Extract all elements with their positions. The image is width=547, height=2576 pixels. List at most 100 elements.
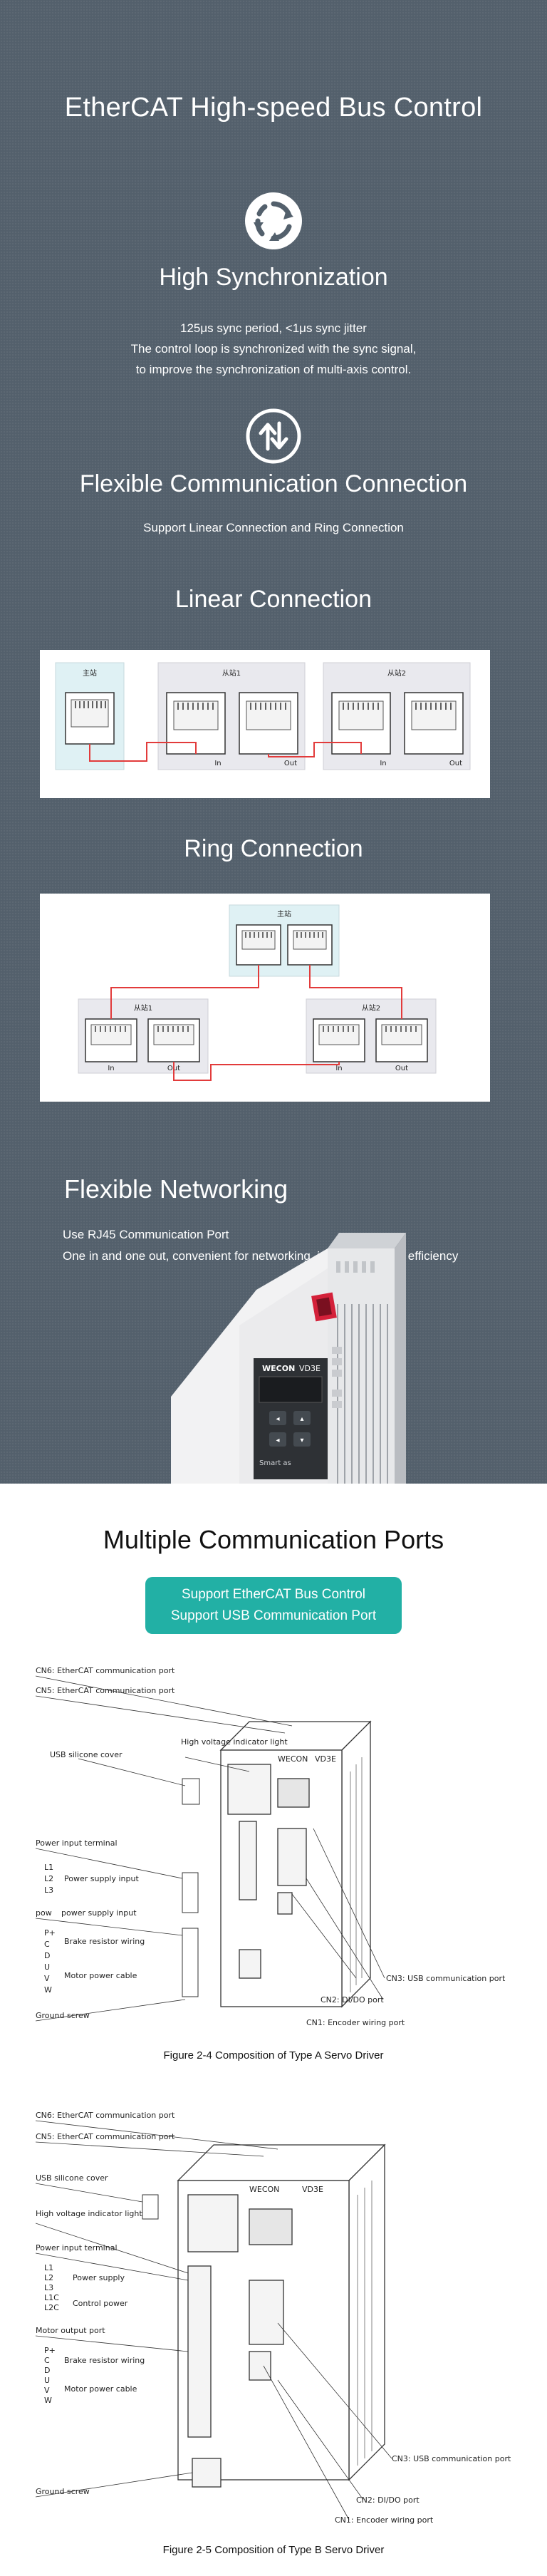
label-cn5: CN5: EtherCAT communication port bbox=[36, 2132, 175, 2141]
rj45-port bbox=[147, 1018, 200, 1062]
device-tagline: Smart as bbox=[259, 1459, 291, 1467]
label-c: C bbox=[44, 1940, 50, 1949]
label-l1c: L1C bbox=[44, 2293, 59, 2302]
label-power-supply-input: Power supply input bbox=[64, 1874, 139, 1883]
label-cn1: CN1: Encoder wiring port bbox=[335, 2515, 434, 2525]
label-l3: L3 bbox=[44, 1886, 53, 1895]
label-hv-light: High voltage indicator light bbox=[181, 1737, 288, 1747]
linear-master-label: 主站 bbox=[83, 668, 97, 678]
linear-wires bbox=[89, 742, 362, 762]
label-u: U bbox=[44, 1962, 50, 1972]
rj45-port bbox=[166, 692, 226, 755]
label-v: V bbox=[44, 2386, 50, 2395]
ports-title: Multiple Communication Ports bbox=[103, 1525, 444, 1554]
label-ground-screw: Ground screw bbox=[36, 2487, 90, 2496]
label-control-power: Control power bbox=[73, 2299, 128, 2308]
device-brand-a: WECON bbox=[278, 1754, 308, 1764]
label-l1: L1 bbox=[44, 2263, 53, 2272]
rj45-port bbox=[239, 692, 298, 755]
label-power-supply: Power supply bbox=[73, 2273, 125, 2282]
label-cn1: CN1: Encoder wiring port bbox=[306, 2018, 405, 2027]
port-in-label: In bbox=[214, 760, 221, 767]
linear-slave-2-label: 从站2 bbox=[387, 668, 406, 678]
sync-arrows-icon bbox=[244, 191, 303, 251]
label-u: U bbox=[44, 2376, 50, 2385]
feature-usb: Support USB Communication Port bbox=[170, 1608, 377, 1623]
sync-title: High Synchronization bbox=[159, 264, 388, 291]
device-model-b: VD3E bbox=[302, 2185, 323, 2194]
rj45-port bbox=[85, 1018, 137, 1062]
label-cn6: CN6: EtherCAT communication port bbox=[36, 2111, 175, 2120]
figure-type-b: WECON VD3E CN6: EtherCAT communication p… bbox=[35, 2109, 520, 2537]
label-c: C bbox=[44, 2356, 50, 2365]
label-v: V bbox=[44, 1974, 50, 1983]
sync-line: to improve the synchronization of multi-… bbox=[135, 363, 412, 376]
port-in-label: In bbox=[335, 1065, 342, 1072]
rj45-port bbox=[375, 1018, 428, 1062]
servo-driver-image: WECON VD3E ◂ ▴ ◂ ▾ Smart as bbox=[171, 1219, 513, 1484]
rj45-port bbox=[313, 1018, 365, 1062]
label-motor-cable: Motor power cable bbox=[64, 2384, 137, 2394]
label-cn2: CN2: DI/DO port bbox=[321, 1995, 384, 2005]
label-l3: L3 bbox=[44, 2283, 53, 2292]
label-cn6: CN6: EtherCAT communication port bbox=[36, 1666, 175, 1675]
rj45-port bbox=[404, 692, 464, 755]
networking-line: Use RJ45 Communication Port bbox=[63, 1228, 229, 1241]
sync-description: 125μs sync period, <1μs sync jitter The … bbox=[0, 318, 547, 380]
svg-text:◂: ◂ bbox=[276, 1415, 279, 1423]
caption-figure-a: Figure 2-4 Composition of Type A Servo D… bbox=[163, 2049, 384, 2062]
label-brake-resistor: Brake resistor wiring bbox=[64, 2356, 145, 2365]
rj45-port bbox=[65, 692, 115, 745]
label-pow: pow bbox=[36, 1908, 52, 1918]
device-brand-b: WECON bbox=[249, 2185, 279, 2194]
ethercat-section: EtherCAT High-speed Bus Control High Syn… bbox=[0, 0, 547, 1484]
label-power-input: Power input terminal bbox=[36, 1838, 118, 1848]
comm-title: Flexible Communication Connection bbox=[79, 470, 468, 497]
label-cn2: CN2: DI/DO port bbox=[356, 2495, 420, 2505]
ring-master-label: 主站 bbox=[277, 909, 291, 919]
label-brake-resistor: Brake resistor wiring bbox=[64, 1937, 145, 1946]
linear-connection-diagram: 主站 从站1 In bbox=[40, 650, 490, 798]
ports-feature-box: Support EtherCAT Bus Control Support USB… bbox=[145, 1577, 402, 1634]
label-motor-cable: Motor power cable bbox=[64, 1971, 137, 1980]
sync-line: 125μs sync period, <1μs sync jitter bbox=[180, 321, 367, 335]
feature-ethercat: Support EtherCAT Bus Control bbox=[181, 1587, 366, 1602]
label-cn5: CN5: EtherCAT communication port bbox=[36, 1686, 175, 1695]
sync-line: The control loop is synchronized with th… bbox=[130, 342, 417, 356]
linear-title: Linear Connection bbox=[175, 586, 372, 613]
label-w: W bbox=[44, 1985, 52, 1995]
label-cn3: CN3: USB communication port bbox=[386, 1974, 506, 1983]
label-p-plus: P+ bbox=[44, 2346, 56, 2355]
device-model-a: VD3E bbox=[315, 1754, 336, 1764]
label-l2: L2 bbox=[44, 2273, 53, 2282]
label-w: W bbox=[44, 2396, 52, 2405]
label-usb-cover: USB silicone cover bbox=[36, 2173, 108, 2183]
svg-text:◂: ◂ bbox=[276, 1437, 279, 1444]
svg-text:▾: ▾ bbox=[300, 1437, 303, 1444]
ring-connection-diagram: 主站 从站1 In bbox=[40, 894, 490, 1102]
networking-title: Flexible Networking bbox=[64, 1174, 288, 1204]
device-brand: WECON bbox=[262, 1364, 295, 1373]
label-usb-cover: USB silicone cover bbox=[50, 1750, 123, 1759]
linear-slave-1-label: 从站1 bbox=[222, 668, 241, 678]
rj45-port bbox=[287, 924, 333, 966]
rj45-port bbox=[236, 924, 281, 966]
ring-slave-1-label: 从站1 bbox=[134, 1003, 152, 1013]
port-out-label: Out bbox=[284, 760, 297, 767]
port-in-label: In bbox=[380, 760, 386, 767]
label-l1: L1 bbox=[44, 1863, 53, 1872]
label-d: D bbox=[44, 1951, 50, 1960]
comm-subtitle: Support Linear Connection and Ring Conne… bbox=[143, 521, 404, 534]
bidirectional-arrows-icon bbox=[244, 406, 303, 466]
label-ground-screw: Ground screw bbox=[36, 2011, 90, 2020]
label-motor-output: Motor output port bbox=[36, 2326, 105, 2335]
label-power-input: Power input terminal bbox=[36, 2243, 118, 2252]
ring-title: Ring Connection bbox=[184, 835, 363, 862]
label-l2: L2 bbox=[44, 1874, 53, 1883]
port-out-label: Out bbox=[449, 760, 462, 767]
port-in-label: In bbox=[108, 1065, 114, 1072]
label-power-supply-input-2: power supply input bbox=[61, 1908, 137, 1918]
label-p-plus: P+ bbox=[44, 1928, 56, 1938]
ring-slave-2-label: 从站2 bbox=[362, 1003, 380, 1013]
